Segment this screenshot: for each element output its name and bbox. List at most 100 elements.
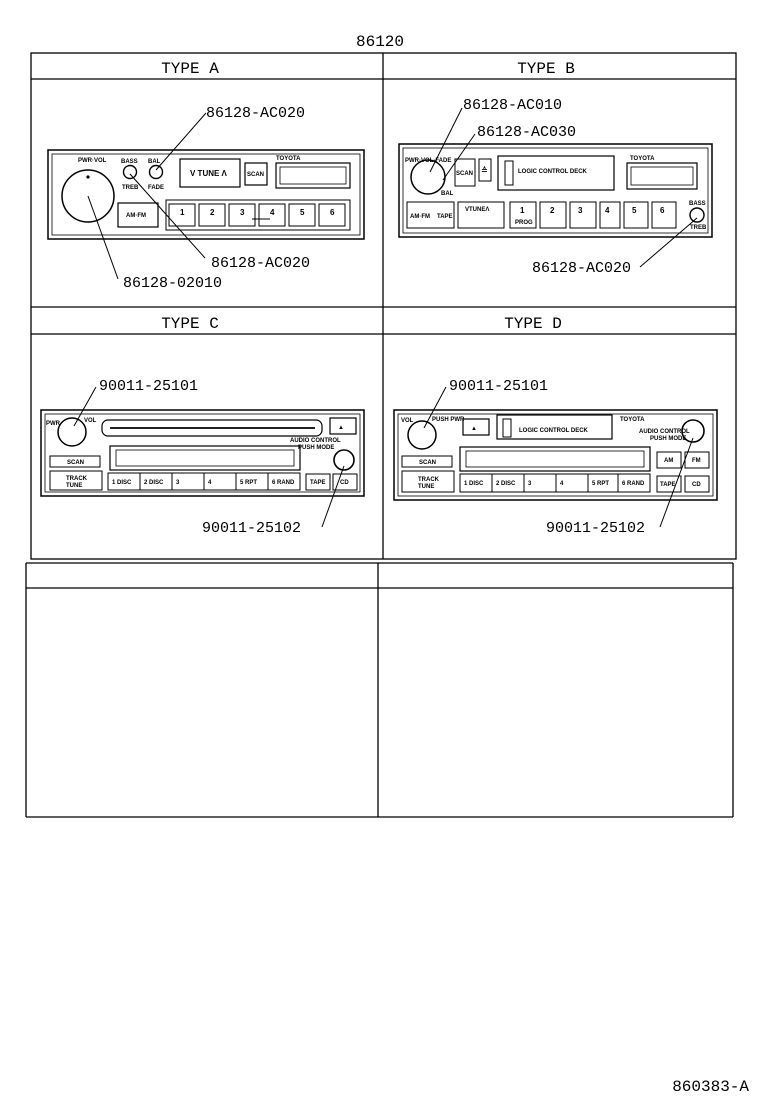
svg-text:4: 4 xyxy=(208,480,212,486)
mode-label-c: PUSH MODE xyxy=(298,445,334,451)
treb-label-b: TREB xyxy=(690,225,707,231)
audio-label-d: AUDIO CONTROL xyxy=(639,429,690,435)
callout-b-3: 86128-AC020 xyxy=(532,260,631,277)
knob-label-b: PWR·VOL·FADE xyxy=(405,158,451,164)
tape-label-b: TAPE xyxy=(437,214,453,220)
cd-label-c: CD xyxy=(340,480,349,486)
svg-text:1: 1 xyxy=(520,206,525,215)
svg-text:5 RPT: 5 RPT xyxy=(592,481,609,487)
pwr-vol-knob xyxy=(61,169,115,223)
audio-control-knob-c xyxy=(333,449,355,471)
deck-label-b: LOGIC CONTROL DECK xyxy=(518,169,588,175)
type-d-title: TYPE D xyxy=(504,315,562,333)
pwr-vol-knob-c xyxy=(57,417,87,447)
cd-label-d: CD xyxy=(692,482,701,488)
knob-label: PWR·VOL xyxy=(78,158,107,164)
callout-b-2: 86128-AC030 xyxy=(477,124,576,141)
svg-text:4: 4 xyxy=(560,481,564,487)
svg-text:1 DISC: 1 DISC xyxy=(464,481,484,487)
scan-label: SCAN xyxy=(247,172,264,178)
brand-label-b: TOYOTA xyxy=(630,156,655,162)
preset-buttons-b: 1 2 3 4 5 6 PROG xyxy=(509,201,677,229)
svg-text:5: 5 xyxy=(300,208,305,217)
pwr-vol-fade-knob xyxy=(410,159,446,195)
pwr-label-c: PWR xyxy=(46,421,61,427)
bal-label: BAL xyxy=(148,159,161,165)
svg-text:2: 2 xyxy=(210,208,215,217)
svg-text:4: 4 xyxy=(270,208,275,217)
bass-treb-knob-b xyxy=(689,207,705,223)
vol-label-c: VOL xyxy=(84,418,97,424)
fade-label: FADE xyxy=(148,185,164,191)
tune-label-d: TUNE xyxy=(418,484,434,490)
fm-label-d: FM xyxy=(692,458,701,464)
svg-text:2 DISC: 2 DISC xyxy=(144,480,164,486)
svg-text:3: 3 xyxy=(578,206,583,215)
svg-text:3: 3 xyxy=(240,208,245,217)
bal-label-b: BAL xyxy=(441,191,454,197)
type-a-title: TYPE A xyxy=(161,60,219,78)
svg-text:3: 3 xyxy=(528,481,532,487)
svg-text:3: 3 xyxy=(176,480,180,486)
callout-a-3: 86128-02010 xyxy=(123,275,222,292)
svg-text:▲: ▲ xyxy=(338,425,344,431)
amfm-label: AM·FM xyxy=(126,213,146,219)
table-grid xyxy=(25,52,737,818)
svg-text:6 RAND: 6 RAND xyxy=(272,480,295,486)
treb-label: TREB xyxy=(122,185,139,191)
type-d-radio: VOL PUSH PWR ▲ LOGIC CONTROL DECK TOYOTA… xyxy=(393,386,718,528)
scan-label-c: SCAN xyxy=(67,460,84,466)
type-a-radio: PWR·VOL BASS BAL TREB FADE V TUNE Λ SCAN… xyxy=(47,112,365,280)
track-label-c: TRACK xyxy=(66,476,88,482)
svg-text:5 RPT: 5 RPT xyxy=(240,480,257,486)
svg-text:2: 2 xyxy=(550,206,555,215)
scan-label-b: SCAN xyxy=(456,171,473,177)
am-label-d: AM xyxy=(664,458,673,464)
bass-label-b: BASS xyxy=(689,201,706,207)
bass-treb-knob xyxy=(122,164,138,180)
svg-text:2 DISC: 2 DISC xyxy=(496,481,516,487)
bass-label: BASS xyxy=(121,159,138,165)
svg-text:6 RAND: 6 RAND xyxy=(622,481,645,487)
assembly-number: 86120 xyxy=(356,33,404,51)
type-b-radio: PWR·VOL·FADE BAL SCAN ≙ LOGIC CONTROL DE… xyxy=(398,107,713,268)
preset-buttons-c: 1 DISC 2 DISC 3 4 5 RPT 6 RAND xyxy=(107,472,301,491)
preset-buttons-d: 1 DISC 2 DISC 3 4 5 RPT 6 RAND xyxy=(459,473,651,493)
type-b-title: TYPE B xyxy=(517,60,575,78)
deck-label-d: LOGIC CONTROL DECK xyxy=(519,428,589,434)
svg-text:6: 6 xyxy=(660,206,665,215)
track-label-d: TRACK xyxy=(418,477,440,483)
pwr-vol-knob-d xyxy=(407,420,437,450)
brand-label-d: TOYOTA xyxy=(620,417,645,423)
callout-c-1: 90011-25101 xyxy=(99,378,198,395)
pwr-label-d: PUSH PWR xyxy=(432,417,465,423)
mode-label-d: PUSH MODE xyxy=(650,436,686,442)
amfm-label-b: AM·FM xyxy=(410,214,430,220)
svg-text:1 DISC: 1 DISC xyxy=(112,480,132,486)
callout-c-2: 90011-25102 xyxy=(202,520,301,537)
audio-control-knob-d xyxy=(681,419,705,443)
type-c-title: TYPE C xyxy=(161,315,219,333)
audio-label-c: AUDIO CONTROL xyxy=(290,438,341,444)
tape-label-c: TAPE xyxy=(310,480,326,486)
preset-buttons-a: 1 2 3 4 5 6 xyxy=(168,203,346,227)
svg-text:1: 1 xyxy=(180,208,185,217)
svg-text:4: 4 xyxy=(605,206,610,215)
svg-text:▲: ▲ xyxy=(471,426,477,432)
tune-label-c: TUNE xyxy=(66,483,82,489)
callout-d-1: 90011-25101 xyxy=(449,378,548,395)
tune-label-b: VTUNEΛ xyxy=(465,207,489,213)
callout-a-2: 86128-AC020 xyxy=(211,255,310,272)
svg-text:6: 6 xyxy=(330,208,335,217)
scan-label-d: SCAN xyxy=(419,460,436,466)
bal-fade-knob xyxy=(148,164,164,180)
svg-text:PROG: PROG xyxy=(515,220,533,226)
svg-text:≙: ≙ xyxy=(481,166,488,175)
svg-text:5: 5 xyxy=(632,206,637,215)
brand-label: TOYOTA xyxy=(276,156,301,162)
vol-label-d: VOL xyxy=(401,418,414,424)
drawing-code: 860383-A xyxy=(672,1078,749,1096)
type-c-radio: PWR VOL ▲ SCAN TRACK TUNE AUDIO CONTROL … xyxy=(40,386,365,528)
callout-b-1: 86128-AC010 xyxy=(463,97,562,114)
